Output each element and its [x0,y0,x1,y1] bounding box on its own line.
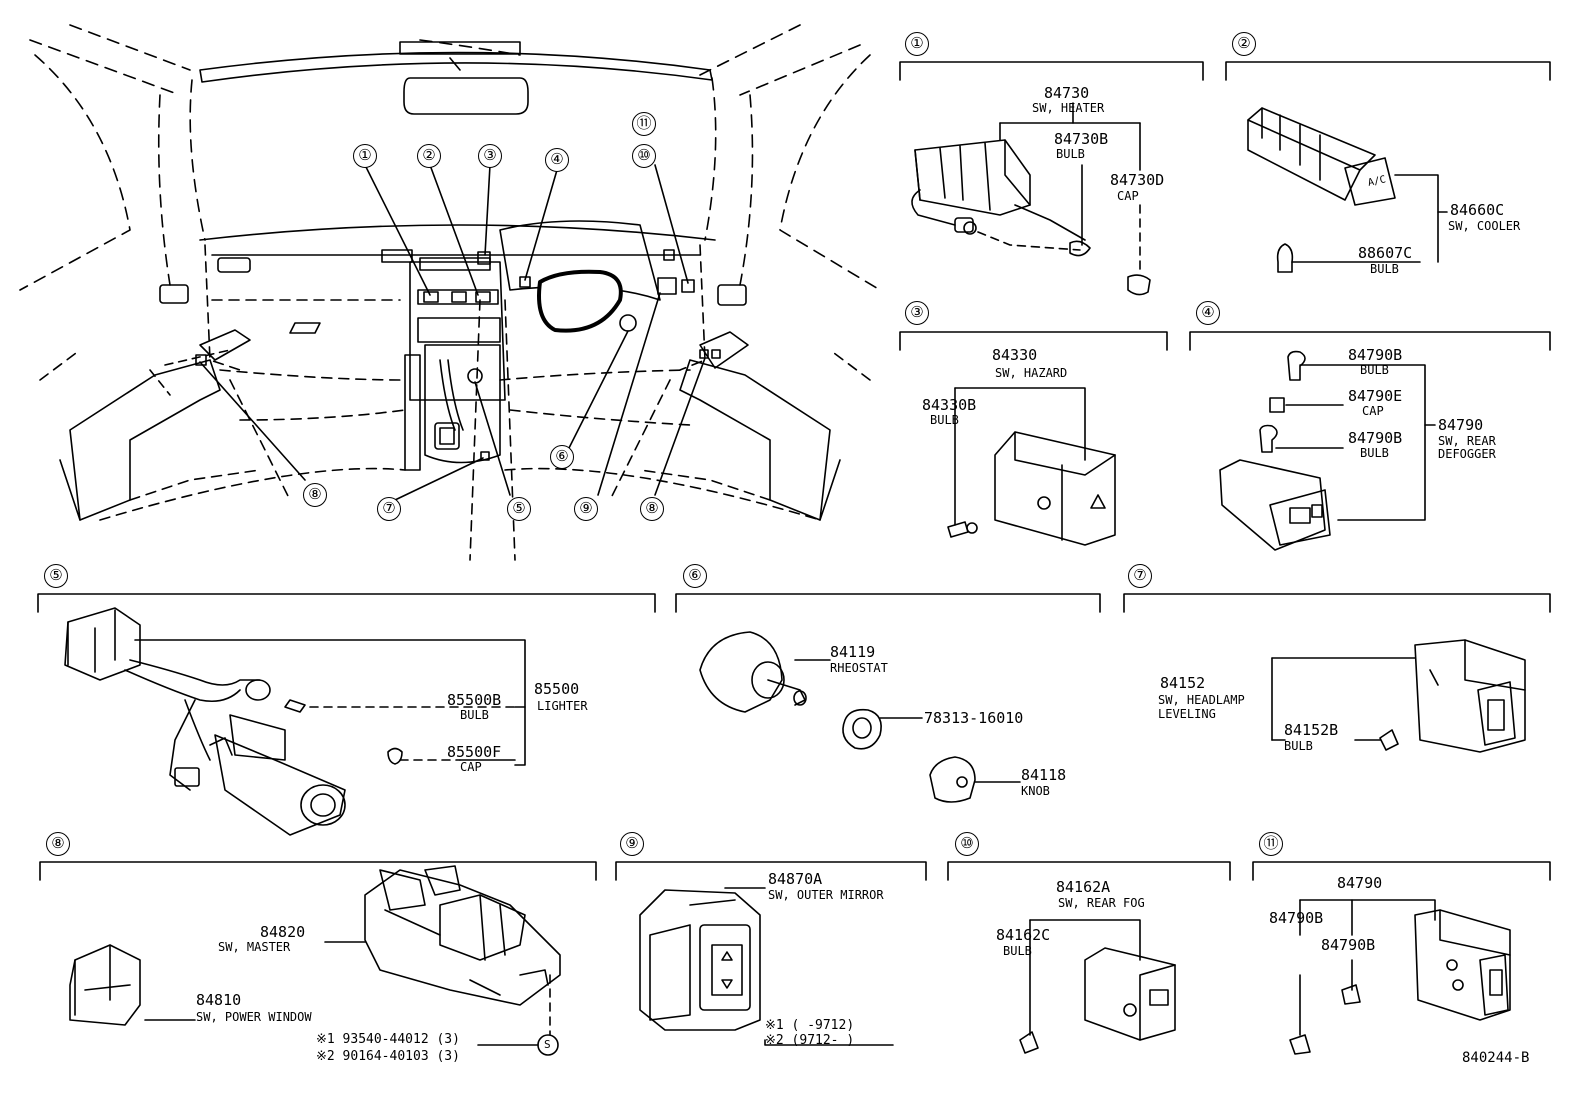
part-84152B-number: 84152B [1284,721,1339,739]
part-84118-number: 84118 [1021,766,1067,784]
section-8-art [69,865,561,1056]
part-84152-number: 84152 [1160,674,1206,692]
section-10-art [1019,919,1176,1054]
overview-callout-11: ⑪ [632,112,656,136]
part-84810-number: 84810 [196,991,242,1009]
section-9-art [639,887,894,1046]
part-84162C-name: BULB [1003,944,1032,958]
overview-callout-7: ⑦ [377,497,401,521]
overview-callout-6: ⑥ [550,445,574,469]
part-84810-name: SW, POWER WINDOW [196,1010,312,1024]
interior-overview [19,24,881,561]
part-84820-name: SW, MASTER [218,940,291,954]
part-84730B-name: BULB [1056,147,1085,161]
part-88607C-name: BULB [1370,262,1399,276]
overview-callout-4: ④ [545,148,569,172]
part-78313-16010-number: 78313-16010 [924,709,1024,727]
part-84790-name-2: DEFOGGER [1438,447,1496,461]
part-85500B-number: 85500B [447,691,502,709]
part-85500-number: 85500 [534,680,580,698]
overview-callout-1: ① [353,144,377,168]
part-84162A-name: SW, REAR FOG [1058,896,1145,910]
part-84119-number: 84119 [830,643,876,661]
part-84730-name: SW, HEATER [1032,101,1105,115]
part-84660C-name: SW, COOLER [1448,219,1521,233]
diagram-code: 840244-B [1462,1050,1530,1066]
section-5-art [64,607,526,836]
overview-callout-8-right: ⑧ [640,497,664,521]
part-84152-name-2: LEVELING [1158,707,1216,721]
part-85500B-name: BULB [460,708,489,722]
overview-callout-3: ③ [478,144,502,168]
part-84790B-lower-name: BULB [1360,446,1389,460]
overview-callout-5: ⑤ [507,497,531,521]
section-8-note-2: ※2 90164-40103 (3) [316,1049,460,1064]
section-9-note-2: ※2 (9712- ) [765,1033,855,1048]
section-4-art [1219,350,1436,551]
part-84790E-name: CAP [1362,404,1384,418]
section-3-number: ③ [905,301,929,325]
part-84119-name: RHEOSTAT [830,661,888,675]
part-84152B-name: BULB [1284,739,1313,753]
part-84730D-number: 84730D [1110,171,1165,189]
part-84790E-number: 84790E [1348,387,1403,405]
part-84730D-name: CAP [1117,189,1139,203]
part-88607C-number: 88607C [1358,244,1413,262]
section-6-art [699,631,1021,803]
section-brackets [37,61,1551,881]
section-9-number: ⑨ [620,832,644,856]
part-84330-name: SW, HAZARD [995,366,1068,380]
overview-callout-10: ⑩ [632,144,656,168]
part-84790B-top-number: 84790B [1348,346,1403,364]
part-84820-number: 84820 [260,923,306,941]
part-84790B-s11-right-number: 84790B [1321,936,1376,954]
part-84330B-number: 84330B [922,396,977,414]
section-5-number: ⑤ [44,564,68,588]
part-84330-number: 84330 [992,346,1038,364]
section-8-note-1: ※1 93540-44012 (3) [316,1032,460,1047]
part-85500F-number: 85500F [447,743,502,761]
section-1-art [911,102,1151,296]
section-2-number: ② [1232,32,1256,56]
section-1-number: ① [905,32,929,56]
screw-s-symbol: S [544,1038,551,1051]
part-84730-number: 84730 [1044,84,1090,102]
section-11-art [1289,899,1511,1055]
section-7-art [1271,639,1526,753]
part-84790-s11-number: 84790 [1337,874,1383,892]
section-4-number: ④ [1196,301,1220,325]
part-84152-name: SW, HEADLAMP [1158,693,1245,707]
part-84162C-number: 84162C [996,926,1051,944]
overview-callout-2: ② [417,144,441,168]
overview-callout-9: ⑨ [574,497,598,521]
section-10-number: ⑩ [955,832,979,856]
part-84790B-s11-left-number: 84790B [1269,909,1324,927]
part-84730B-number: 84730B [1054,130,1109,148]
section-2-art [1247,107,1448,273]
part-84790B-top-name: BULB [1360,363,1389,377]
part-84790-number: 84790 [1438,416,1484,434]
section-11-number: ⑪ [1259,832,1283,856]
section-6-number: ⑥ [683,564,707,588]
part-84870A-name: SW, OUTER MIRROR [768,888,884,902]
section-3-art [947,387,1116,546]
section-9-note-1: ※1 ( -9712) [765,1018,855,1033]
section-7-number: ⑦ [1128,564,1152,588]
part-85500F-name: CAP [460,760,482,774]
part-85500-name: LIGHTER [537,699,588,713]
part-84790B-lower-number: 84790B [1348,429,1403,447]
part-84118-name: KNOB [1021,784,1050,798]
part-84162A-number: 84162A [1056,878,1111,896]
section-8-number: ⑧ [46,832,70,856]
part-84660C-number: 84660C [1450,201,1505,219]
overview-callout-8-left: ⑧ [303,483,327,507]
part-84790-name: SW, REAR [1438,434,1496,448]
part-84330B-name: BULB [930,413,959,427]
part-84870A-number: 84870A [768,870,823,888]
